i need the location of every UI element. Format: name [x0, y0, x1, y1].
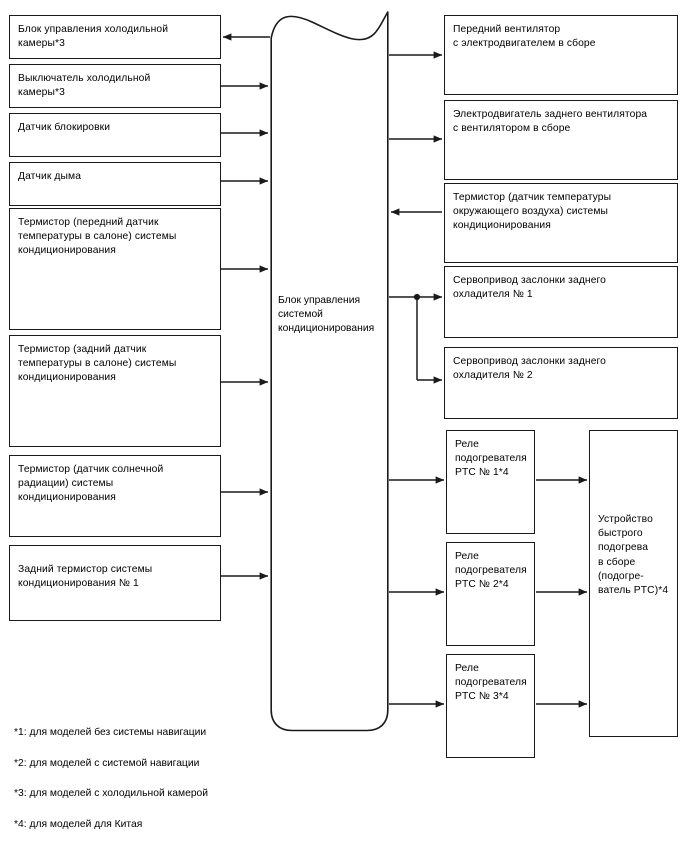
node-quick-heater-assembly: Устройство быстрого подогрева в сборе (п… — [589, 430, 678, 737]
node-front-room-temp-thermistor: Термистор (передний датчик температуры в… — [9, 208, 221, 330]
node-rear-ac-thermistor-1: Задний термистор системы кондиционирован… — [9, 545, 221, 621]
node-rear-cooler-damper-servo-1: Сервопривод заслонки заднего охладителя … — [444, 266, 678, 338]
node-refrigerator-switch: Выключатель холодильной камеры*3 — [9, 64, 221, 108]
node-ptc-heater-relay-3: Реле подогревателя PTC № 3*4 — [446, 654, 535, 758]
node-front-blower-motor-assembly: Передний вентилятор с электродвигателем … — [444, 15, 678, 95]
footnote-item: *3: для моделей с холодильной камерой — [14, 788, 209, 799]
node-solar-radiation-thermistor: Термистор (датчик солнечной радиации) си… — [9, 455, 221, 537]
node-smoke-sensor: Датчик дыма — [9, 162, 221, 206]
footnote-list: *1: для моделей без системы навигации *2… — [14, 726, 314, 848]
node-refrigerator-control-unit: Блок управления холодильной камеры*3 — [9, 15, 221, 59]
footnote-item: *2: для моделей с системой навигации — [14, 757, 200, 769]
node-rear-cooler-damper-servo-2: Сервопривод заслонки заднего охладителя … — [444, 347, 678, 419]
ac-control-unit-outline — [270, 11, 389, 732]
footnote-item: *1: для моделей без системы навигации — [14, 727, 207, 738]
node-ptc-heater-relay-2: Реле подогревателя PTC № 2*4 — [446, 542, 535, 646]
node-rear-blower-motor-assembly: Электродвигатель заднего вентилятора с в… — [444, 100, 678, 180]
node-ptc-heater-relay-1: Реле подогревателя PTC № 1*4 — [446, 430, 535, 534]
footnote-item: *4: для моделей для Китая — [14, 818, 143, 830]
node-lock-sensor: Датчик блокировки — [9, 113, 221, 157]
node-ambient-temp-thermistor: Термистор (датчик температуры окружающег… — [444, 183, 678, 263]
node-ac-control-unit: Блок управления системой кондиционирован… — [270, 8, 389, 732]
node-rear-room-temp-thermistor: Термистор (задний датчик температуры в с… — [9, 335, 221, 447]
ac-control-unit-label: Блок управления системой кондиционирован… — [278, 295, 375, 335]
